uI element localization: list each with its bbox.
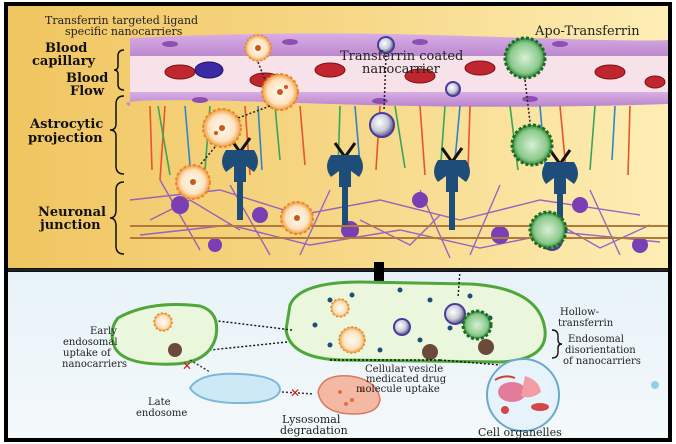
label-hollow-1: Hollow-: [560, 307, 599, 318]
label-blood-capillary-2: capillary: [32, 54, 96, 69]
lysosome: ✕: [281, 375, 381, 415]
membrane-receptors: [312, 287, 493, 353]
white-blood-cell: [194, 61, 224, 79]
label-early-2: endosomal: [63, 337, 118, 348]
late-endosome: ✕: [182, 359, 282, 405]
endothelial-nuclei: [162, 39, 568, 104]
bottom-labels: Early endosomal uptake of nanocarriers L…: [62, 307, 641, 439]
receptor: [434, 147, 470, 230]
apo-transferrin-particles: [503, 36, 568, 250]
label-early-4: nanocarriers: [62, 359, 127, 370]
label-vesicle-2: medicated drug: [366, 374, 447, 385]
nanocarrier: [202, 108, 242, 148]
transferrin-receptors: [222, 137, 578, 232]
label-astrocytic-1: Astrocytic: [29, 117, 103, 132]
label-astrocytic-2: projection: [28, 131, 103, 146]
label-neuronal-1: Neuronal: [38, 205, 106, 220]
receptor: [327, 142, 363, 225]
label-early-3: uptake of: [63, 348, 112, 359]
label-vesicle-1: Cellular vesicle: [365, 364, 443, 375]
label-early-1: Early: [90, 326, 117, 337]
host-cell: [209, 269, 547, 366]
label-late-1: Late: [148, 397, 171, 408]
astrocytic-projections: [149, 105, 631, 181]
label-late-2: endosome: [136, 408, 187, 419]
cell-organelles: [486, 358, 560, 432]
block-cross-1: ✕: [182, 359, 192, 373]
label-lyso-1: Lysosomal: [282, 413, 341, 426]
nanocarrier: [261, 73, 299, 111]
label-endo-dis-3: of nanocarriers: [563, 356, 641, 367]
label-vesicle-3: molecule uptake: [356, 384, 440, 395]
red-blood-cells: [164, 60, 666, 89]
label-organelles: Cell organelles: [478, 426, 562, 439]
receptor: [542, 149, 578, 232]
label-blood-flow-2: Flow: [70, 84, 105, 99]
nanocarrier: [244, 34, 272, 62]
top-labels: Transferrin targeted ligand specific nan…: [28, 14, 640, 233]
nanocarrier: [175, 164, 211, 200]
label-endo-dis-2: disorientation: [565, 345, 636, 356]
label-neuronal-2: junction: [39, 218, 101, 233]
label-ligand-line2: specific nanocarriers: [65, 25, 183, 38]
cell-vesicles: [422, 339, 494, 360]
axons: [130, 225, 668, 239]
bracket-endosomal: [551, 329, 563, 359]
label-lyso-2: degradation: [280, 424, 348, 437]
decorative-dot: [651, 381, 659, 389]
early-endosome-cell: [110, 303, 219, 366]
pathway-arrows: [199, 54, 531, 166]
label-endo-dis-1: Endosomal: [568, 334, 624, 345]
block-cross-2: ✕: [290, 386, 300, 400]
label-blood-capillary-1: Blood: [45, 41, 87, 56]
cell-arrows: [209, 269, 501, 366]
label-coated-2: nanocarrier: [362, 62, 441, 77]
label-apo-transferrin: Apo-Transferrin: [534, 24, 640, 39]
nanocarrier: [280, 201, 314, 235]
ligand-nanocarriers: [175, 34, 314, 235]
label-blood-flow-1: Blood: [66, 71, 108, 86]
neuron-bodies: [171, 192, 648, 253]
label-hollow-2: transferrin: [558, 318, 614, 329]
label-ligand-line1: Transferrin targeted ligand: [45, 14, 198, 27]
cell-nanocarriers: [330, 298, 493, 354]
label-coated-1: Transferrin coated: [340, 49, 463, 64]
label-brackets: [109, 49, 125, 255]
